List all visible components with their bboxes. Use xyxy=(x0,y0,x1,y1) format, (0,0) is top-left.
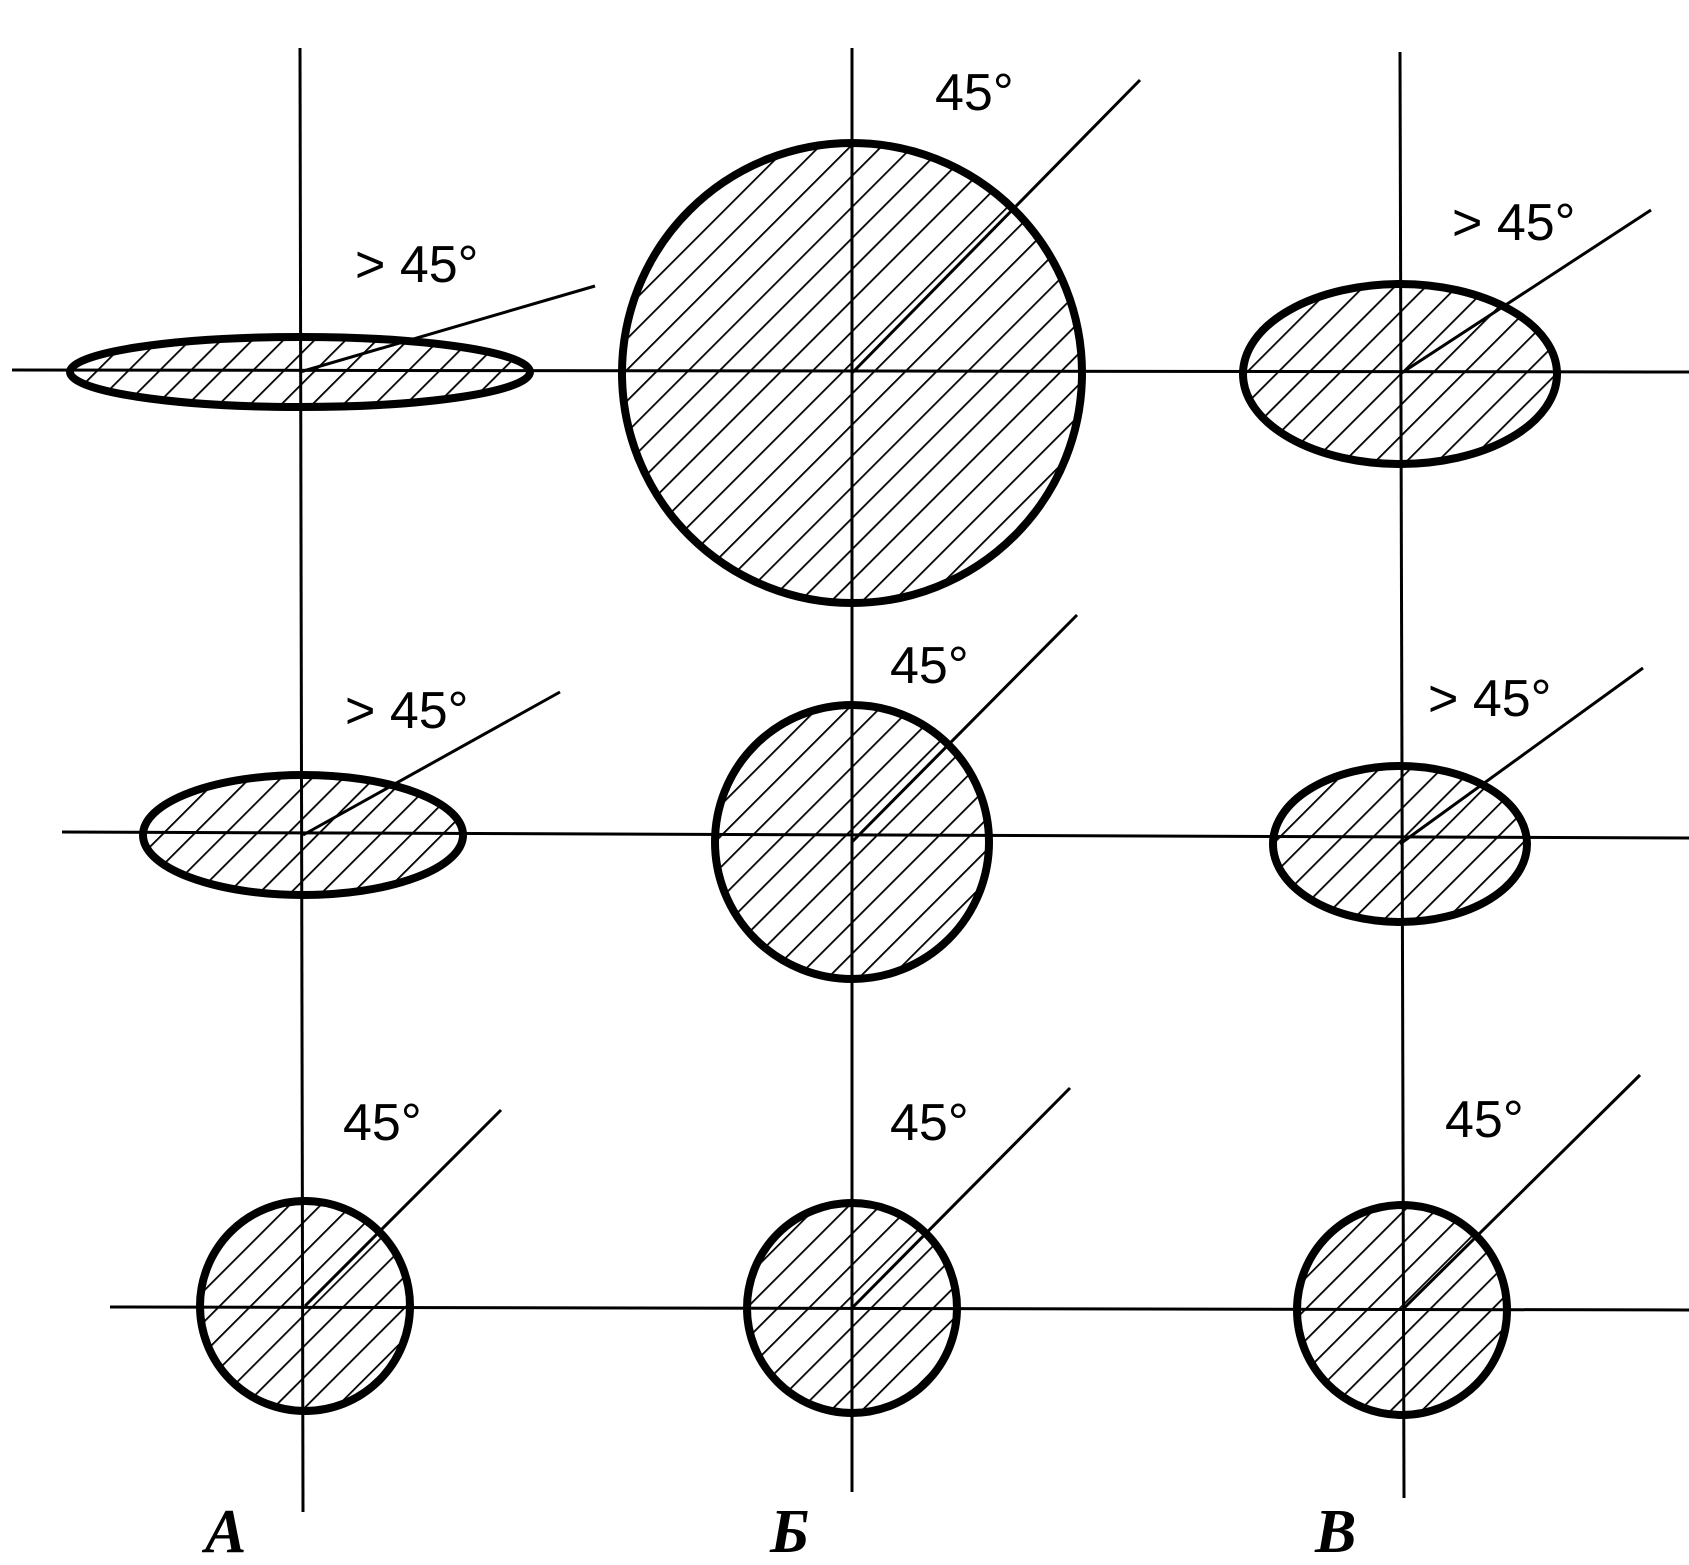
leader-line-b3 xyxy=(850,1086,1072,1310)
leader-line-a3 xyxy=(303,1108,503,1308)
angle-label-a2: > 45° xyxy=(345,682,468,740)
angle-label-b1: 45° xyxy=(935,64,1014,122)
column-label-a: А xyxy=(201,1498,246,1565)
angle-label-a3: 45° xyxy=(343,1094,422,1152)
shape-a1-ellipse xyxy=(66,333,534,411)
shape-c1-ellipse xyxy=(1239,280,1561,468)
column-label-b: Б xyxy=(769,1498,809,1565)
angle-label-c3: 45° xyxy=(1445,1091,1524,1149)
leader-line-a2 xyxy=(302,690,561,837)
leader-line-b2 xyxy=(850,613,1079,844)
leader-line-a1 xyxy=(299,284,596,374)
angle-label-c2: > 45° xyxy=(1428,670,1551,728)
angle-label-c1: > 45° xyxy=(1452,194,1575,252)
column-label-c: В xyxy=(1314,1498,1356,1565)
angle-label-a1: > 45° xyxy=(355,236,478,294)
leader-line-c3 xyxy=(1400,1073,1642,1312)
angle-label-b2: 45° xyxy=(890,637,969,695)
angle-label-b3: 45° xyxy=(890,1094,969,1152)
leader-line-b1 xyxy=(850,78,1142,375)
leader-line-c1 xyxy=(1399,208,1652,376)
leader-line-c2 xyxy=(1399,666,1644,846)
